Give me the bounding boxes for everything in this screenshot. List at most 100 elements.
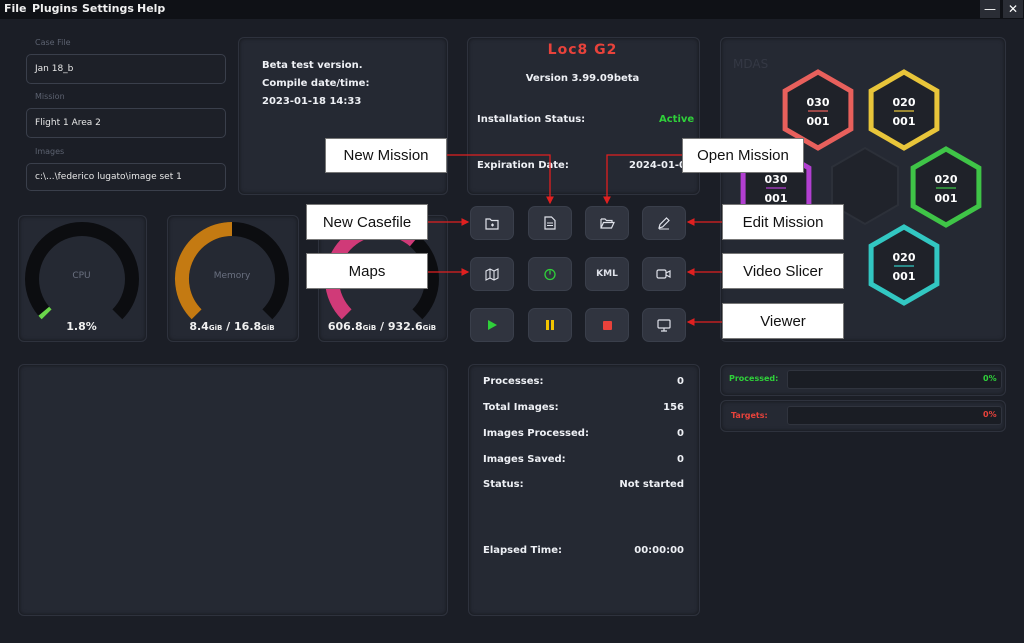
pause-icon bbox=[546, 320, 554, 330]
build-line-3: 2023-01-18 14:33 bbox=[262, 96, 362, 107]
viewer-button[interactable] bbox=[642, 308, 686, 342]
mdas-hex-2 bbox=[868, 69, 940, 151]
disk-value: 606.8GiB / 932.6GiB bbox=[327, 320, 437, 333]
case-file-field[interactable]: Jan 18_b bbox=[26, 54, 226, 84]
new-mission-button[interactable] bbox=[528, 206, 572, 240]
mdas-hex-1 bbox=[782, 69, 854, 151]
kml-button[interactable]: KML bbox=[585, 257, 629, 291]
new-casefile-callout: New Casefile bbox=[306, 204, 428, 240]
expiration-value: 2024-01-0 bbox=[629, 160, 687, 171]
folder-open-icon bbox=[599, 218, 615, 229]
memory-total: 16.8 bbox=[234, 320, 262, 333]
mdas-hex-bottom-value: 001 bbox=[765, 192, 788, 205]
folder-plus-icon bbox=[485, 217, 499, 230]
mdas-hex-top-value: 030 bbox=[807, 96, 830, 109]
mdas-hex-top-value: 030 bbox=[765, 173, 788, 186]
open-mission-button[interactable] bbox=[585, 206, 629, 240]
monitor-icon bbox=[657, 318, 671, 332]
edit-mission-button[interactable] bbox=[642, 206, 686, 240]
disk-total: 932.6 bbox=[387, 320, 423, 333]
targets-percent: 0% bbox=[983, 410, 997, 419]
document-icon bbox=[544, 216, 556, 230]
memory-label: Memory bbox=[213, 271, 251, 281]
menu-file[interactable]: File bbox=[4, 2, 27, 15]
video-slicer-button[interactable] bbox=[642, 257, 686, 291]
stop-button[interactable] bbox=[585, 308, 629, 342]
total-images-label: Total Images: bbox=[483, 402, 559, 413]
targets-progress-bar bbox=[787, 406, 1002, 425]
build-line-2: Compile date/time: bbox=[262, 78, 370, 89]
images-processed-label: Images Processed: bbox=[483, 428, 589, 439]
images-field[interactable]: c:\...\federico lugato\image set 1 bbox=[26, 163, 226, 191]
status-label: Status: bbox=[483, 479, 524, 490]
video-camera-icon bbox=[656, 269, 671, 279]
stats-panel bbox=[468, 364, 700, 616]
power-button[interactable] bbox=[528, 257, 572, 291]
app-info-panel bbox=[467, 37, 700, 195]
memory-gauge bbox=[175, 222, 289, 320]
mission-label: Mission bbox=[35, 92, 65, 101]
mission-field[interactable]: Flight 1 Area 2 bbox=[26, 108, 226, 138]
close-button[interactable]: ✕ bbox=[1003, 0, 1023, 18]
power-icon bbox=[544, 268, 556, 281]
install-status-value: Active bbox=[659, 114, 695, 125]
images-saved-value: 0 bbox=[677, 454, 684, 465]
processes-value: 0 bbox=[677, 376, 684, 387]
images-label: Images bbox=[35, 147, 65, 156]
cpu-label: CPU bbox=[72, 271, 91, 281]
build-line-1: Beta test version. bbox=[262, 60, 363, 71]
total-images-value: 156 bbox=[663, 402, 684, 413]
minimize-button[interactable]: — bbox=[980, 0, 1000, 18]
menu-plugins[interactable]: Plugins bbox=[32, 2, 78, 15]
memory-used: 8.4 bbox=[189, 320, 209, 333]
open-mission-arrow bbox=[603, 154, 682, 205]
hex-center bbox=[831, 146, 899, 226]
mdas-hex-top-value: 020 bbox=[893, 96, 916, 109]
memory-gauge-fill bbox=[175, 222, 233, 320]
install-status-label: Installation Status: bbox=[477, 114, 586, 125]
mdas-hex-bottom-value: 001 bbox=[807, 115, 830, 128]
case-file-label: Case File bbox=[35, 38, 71, 47]
mdas-hex-bottom-value: 001 bbox=[935, 192, 958, 205]
cpu-value: 1.8% bbox=[66, 320, 97, 333]
play-button[interactable] bbox=[470, 308, 514, 342]
elapsed-time-value: 00:00:00 bbox=[634, 545, 684, 556]
processed-percent: 0% bbox=[983, 374, 997, 383]
mdas-title: MDAS bbox=[733, 57, 769, 71]
processes-label: Processes: bbox=[483, 376, 544, 387]
app-version: Version 3.99.09beta bbox=[525, 73, 640, 84]
new-mission-callout: New Mission bbox=[325, 138, 447, 173]
new-mission-arrow bbox=[447, 154, 554, 205]
mdas-hex-top-value: 020 bbox=[935, 173, 958, 186]
stop-icon bbox=[602, 320, 612, 330]
mdas-hex-top-value: 020 bbox=[893, 251, 916, 264]
disk-used: 606.8 bbox=[327, 320, 363, 333]
mdas-hex-bottom-value: 001 bbox=[893, 115, 916, 128]
pause-button[interactable] bbox=[528, 308, 572, 342]
expiration-label: Expiration Date: bbox=[477, 160, 569, 171]
disk-total-unit: GiB bbox=[422, 324, 437, 332]
memory-value: 8.4GiB / 16.8GiB bbox=[189, 320, 275, 333]
cpu-gauge bbox=[25, 222, 139, 320]
edit-mission-callout: Edit Mission bbox=[722, 204, 844, 240]
elapsed-time-label: Elapsed Time: bbox=[483, 545, 562, 556]
menu-settings[interactable]: Settings bbox=[82, 2, 134, 15]
targets-label: Targets: bbox=[731, 411, 768, 420]
processed-progress-bar bbox=[787, 370, 1002, 389]
video-slicer-callout: Video Slicer bbox=[722, 253, 844, 289]
new-casefile-button[interactable] bbox=[470, 206, 514, 240]
mdas-hex-bottom-value: 001 bbox=[893, 270, 916, 283]
play-icon bbox=[488, 320, 497, 330]
disk-used-unit: GiB bbox=[362, 324, 377, 332]
pencil-icon bbox=[658, 217, 670, 230]
log-panel bbox=[18, 364, 448, 616]
memory-total-unit: GiB bbox=[261, 324, 275, 332]
menu-help[interactable]: Help bbox=[137, 2, 166, 15]
cpu-gauge-fill bbox=[38, 306, 52, 320]
viewer-callout: Viewer bbox=[722, 303, 844, 339]
memory-used-unit: GiB bbox=[208, 324, 223, 332]
maps-button[interactable] bbox=[470, 257, 514, 291]
app-title: Loc8 G2 bbox=[547, 42, 618, 58]
mdas-hex-5 bbox=[868, 224, 940, 306]
